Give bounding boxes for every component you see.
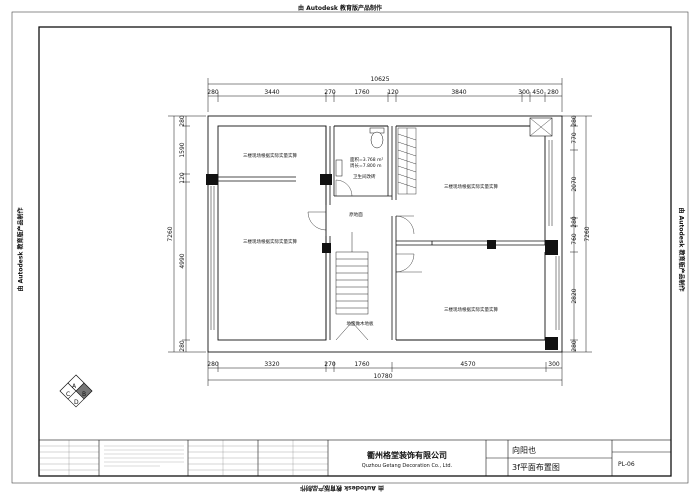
bottom-dim-1: 280 [207, 361, 219, 368]
title-block-notes [104, 445, 184, 467]
corridor-doors [307, 211, 422, 273]
right-total-dim: 7260 [584, 226, 591, 241]
top-dim-5: 120 [387, 89, 399, 96]
right-dim-2: 770 [571, 132, 578, 144]
bottom-dim-6: 300 [548, 361, 560, 368]
structural-columns [206, 174, 558, 350]
room-label-top-left: 三楼现场根据实际实量实算 [243, 152, 297, 159]
compass-logo [59, 374, 93, 408]
left-dim-5: 280 [179, 340, 186, 352]
corner-pillar [529, 117, 553, 137]
right-dimension-lines [562, 115, 592, 353]
top-dim-1: 280 [207, 89, 219, 96]
wardrobe [397, 127, 417, 195]
right-dim-3: 2070 [571, 176, 578, 191]
top-dim-9: 280 [547, 89, 559, 96]
left-dim-2: 1590 [179, 142, 186, 157]
left-dim-1: 280 [179, 115, 186, 127]
bath-perimeter-text: 周长=7.800 m [350, 162, 381, 169]
company-name-cn: 衢州格堂装饰有限公司 [367, 450, 447, 460]
left-total-dim: 7260 [167, 226, 174, 241]
left-partition [218, 126, 331, 340]
room-label-top-right: 三楼现场根据实际实量实算 [444, 183, 498, 190]
sink-fixture [335, 159, 343, 177]
top-dim-7: 300 [518, 89, 530, 96]
compass-letter-a: A [72, 383, 77, 390]
bottom-dim-5: 4570 [460, 361, 475, 368]
left-window [210, 186, 215, 330]
watermark-left: 由 Autodesk 教育版产品制作 [17, 207, 25, 292]
right-window [548, 140, 560, 330]
top-total-dim: 10625 [370, 76, 389, 83]
compass-letter-d: D [74, 399, 79, 406]
top-dim-2: 3440 [264, 89, 279, 96]
compass-letter-c: C [66, 391, 70, 398]
drawing-title: 3f平面布置图 [512, 462, 560, 472]
title-block-small-grid [39, 440, 328, 476]
bottom-dim-4: 1760 [354, 361, 369, 368]
toilet-fixture [369, 127, 385, 149]
top-dim-4: 1760 [354, 89, 369, 96]
top-dim-8: 450 [532, 89, 544, 96]
bottom-total-dim: 10780 [373, 373, 392, 380]
right-dim-1: 280 [571, 115, 578, 127]
bathroom-label: 卫生间改砖 [353, 173, 376, 180]
bath-area-text: 面积=3.768 m² [350, 156, 383, 163]
staircase [335, 232, 369, 341]
corridor-label: 原地面 [349, 211, 363, 218]
right-dim-6: 2820 [571, 288, 578, 303]
watermark-top: 由 Autodesk 教育版产品制作 [298, 5, 383, 12]
stair-note-label: 地面做木地板 [347, 320, 374, 327]
right-partition [396, 240, 545, 246]
bottom-dim-3: 270 [324, 361, 336, 368]
right-dim-7: 280 [571, 340, 578, 352]
room-label-bottom-right: 三楼现场根据实际实量实算 [444, 306, 498, 313]
left-dim-4: 4990 [179, 253, 186, 268]
bathroom-walls [333, 126, 397, 340]
right-dim-5: 760 [571, 233, 578, 245]
drawing-number: PL-06 [618, 461, 635, 468]
company-name-en: Quzhou Getang Decoration Co., Ltd. [362, 463, 453, 469]
bottom-dimension-lines [207, 350, 563, 386]
bottom-dim-2: 3320 [264, 361, 279, 368]
right-dim-4: 280 [571, 216, 578, 228]
project-name: 向阳也 [512, 445, 536, 455]
bathroom-door [335, 179, 353, 197]
outer-walls [207, 115, 563, 353]
top-dim-6: 3840 [451, 89, 466, 96]
top-dim-3: 270 [324, 89, 336, 96]
top-dimension-lines [207, 78, 563, 112]
watermark-bottom: 由 Autodesk 教育版产品制作 [300, 484, 385, 491]
room-label-mid-left: 三楼现场根据实际实量实算 [243, 238, 297, 245]
compass-letter-b: B [82, 391, 86, 398]
watermark-right: 由 Autodesk 教育版产品制作 [677, 207, 685, 292]
left-dimension-lines [168, 115, 206, 353]
sheet-outer-frame [11, 11, 689, 484]
left-dim-3: 120 [179, 172, 186, 184]
